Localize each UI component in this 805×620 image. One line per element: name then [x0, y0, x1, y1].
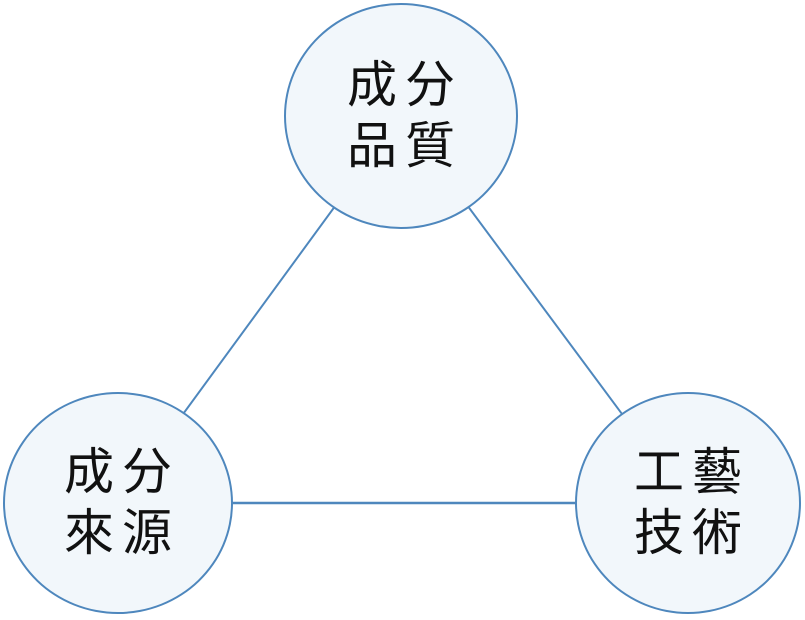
node-ingredient-source-line1: 成分 [64, 444, 180, 500]
node-ingredient-quality: 成分 品質 [284, 3, 518, 229]
node-craft-technology: 工藝 技術 [575, 392, 801, 614]
node-craft-technology-line1: 工藝 [634, 444, 750, 500]
node-ingredient-source: 成分 來源 [3, 392, 233, 614]
node-ingredient-quality-line1: 成分 [347, 57, 463, 113]
node-craft-technology-line2: 技術 [634, 505, 750, 561]
node-ingredient-source-line2: 來源 [64, 505, 180, 561]
node-ingredient-quality-line2: 品質 [347, 118, 463, 174]
